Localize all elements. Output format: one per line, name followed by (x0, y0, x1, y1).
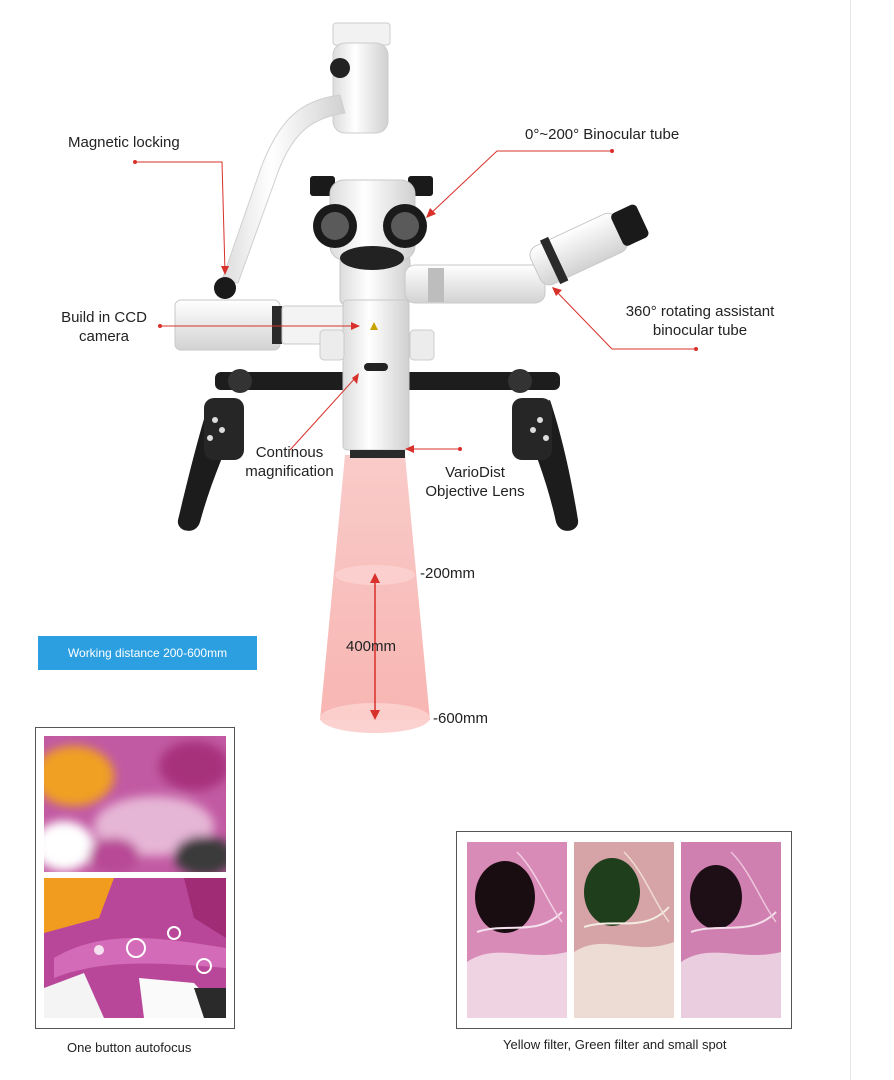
label-continuous-magnification: Continous magnification (222, 443, 357, 481)
label-binocular-tube: 0°~200° Binocular tube (525, 126, 680, 143)
handle-bar (177, 369, 579, 531)
flower-photo-focused (44, 878, 226, 1018)
label-assistant-tube-line1: 360° rotating assistant (625, 303, 775, 320)
tissue-photo-yellow-filter (467, 842, 567, 1018)
callout-lines (135, 150, 696, 451)
label-ccd-camera: Build in CCD camera (44, 308, 164, 346)
label-ccd-camera-line1: Build in CCD (61, 309, 147, 326)
label-distance-top: -200mm (420, 565, 476, 582)
suspension-arm (214, 22, 391, 299)
label-variodist-lens: VarioDist Objective Lens (405, 463, 545, 501)
distance-arrow (370, 573, 380, 720)
label-continuous-line2: magnification (245, 463, 334, 480)
label-assistant-tube: 360° rotating assistant binocular tube (600, 302, 800, 340)
tissue-photo-small-spot (681, 842, 781, 1018)
label-distance-range: 400mm (346, 638, 397, 655)
autofocus-photo-panel (35, 727, 235, 1029)
label-variodist-line2: Objective Lens (425, 483, 525, 500)
callout-markers (133, 149, 698, 453)
caption-autofocus: One button autofocus (67, 1040, 192, 1055)
label-assistant-tube-line2: binocular tube (652, 322, 748, 339)
binocular-tube (310, 176, 433, 270)
label-variodist-line1: VarioDist (445, 464, 505, 481)
assistant-tube (404, 204, 649, 304)
working-distance-badge: Working distance 200-600mm (38, 636, 257, 670)
label-continuous-line1: Continous (255, 444, 324, 461)
label-distance-bottom: -600mm (433, 710, 489, 727)
label-ccd-camera-line2: camera (78, 328, 130, 345)
tissue-photo-green-filter (574, 842, 674, 1018)
microscope-body (319, 254, 435, 458)
flower-photo-blurred (44, 736, 226, 872)
caption-filters: Yellow filter, Green filter and small sp… (503, 1037, 727, 1052)
page-edge-line (850, 0, 851, 1080)
label-magnetic-locking: Magnetic locking (68, 134, 180, 151)
filter-photo-panel (456, 831, 792, 1029)
